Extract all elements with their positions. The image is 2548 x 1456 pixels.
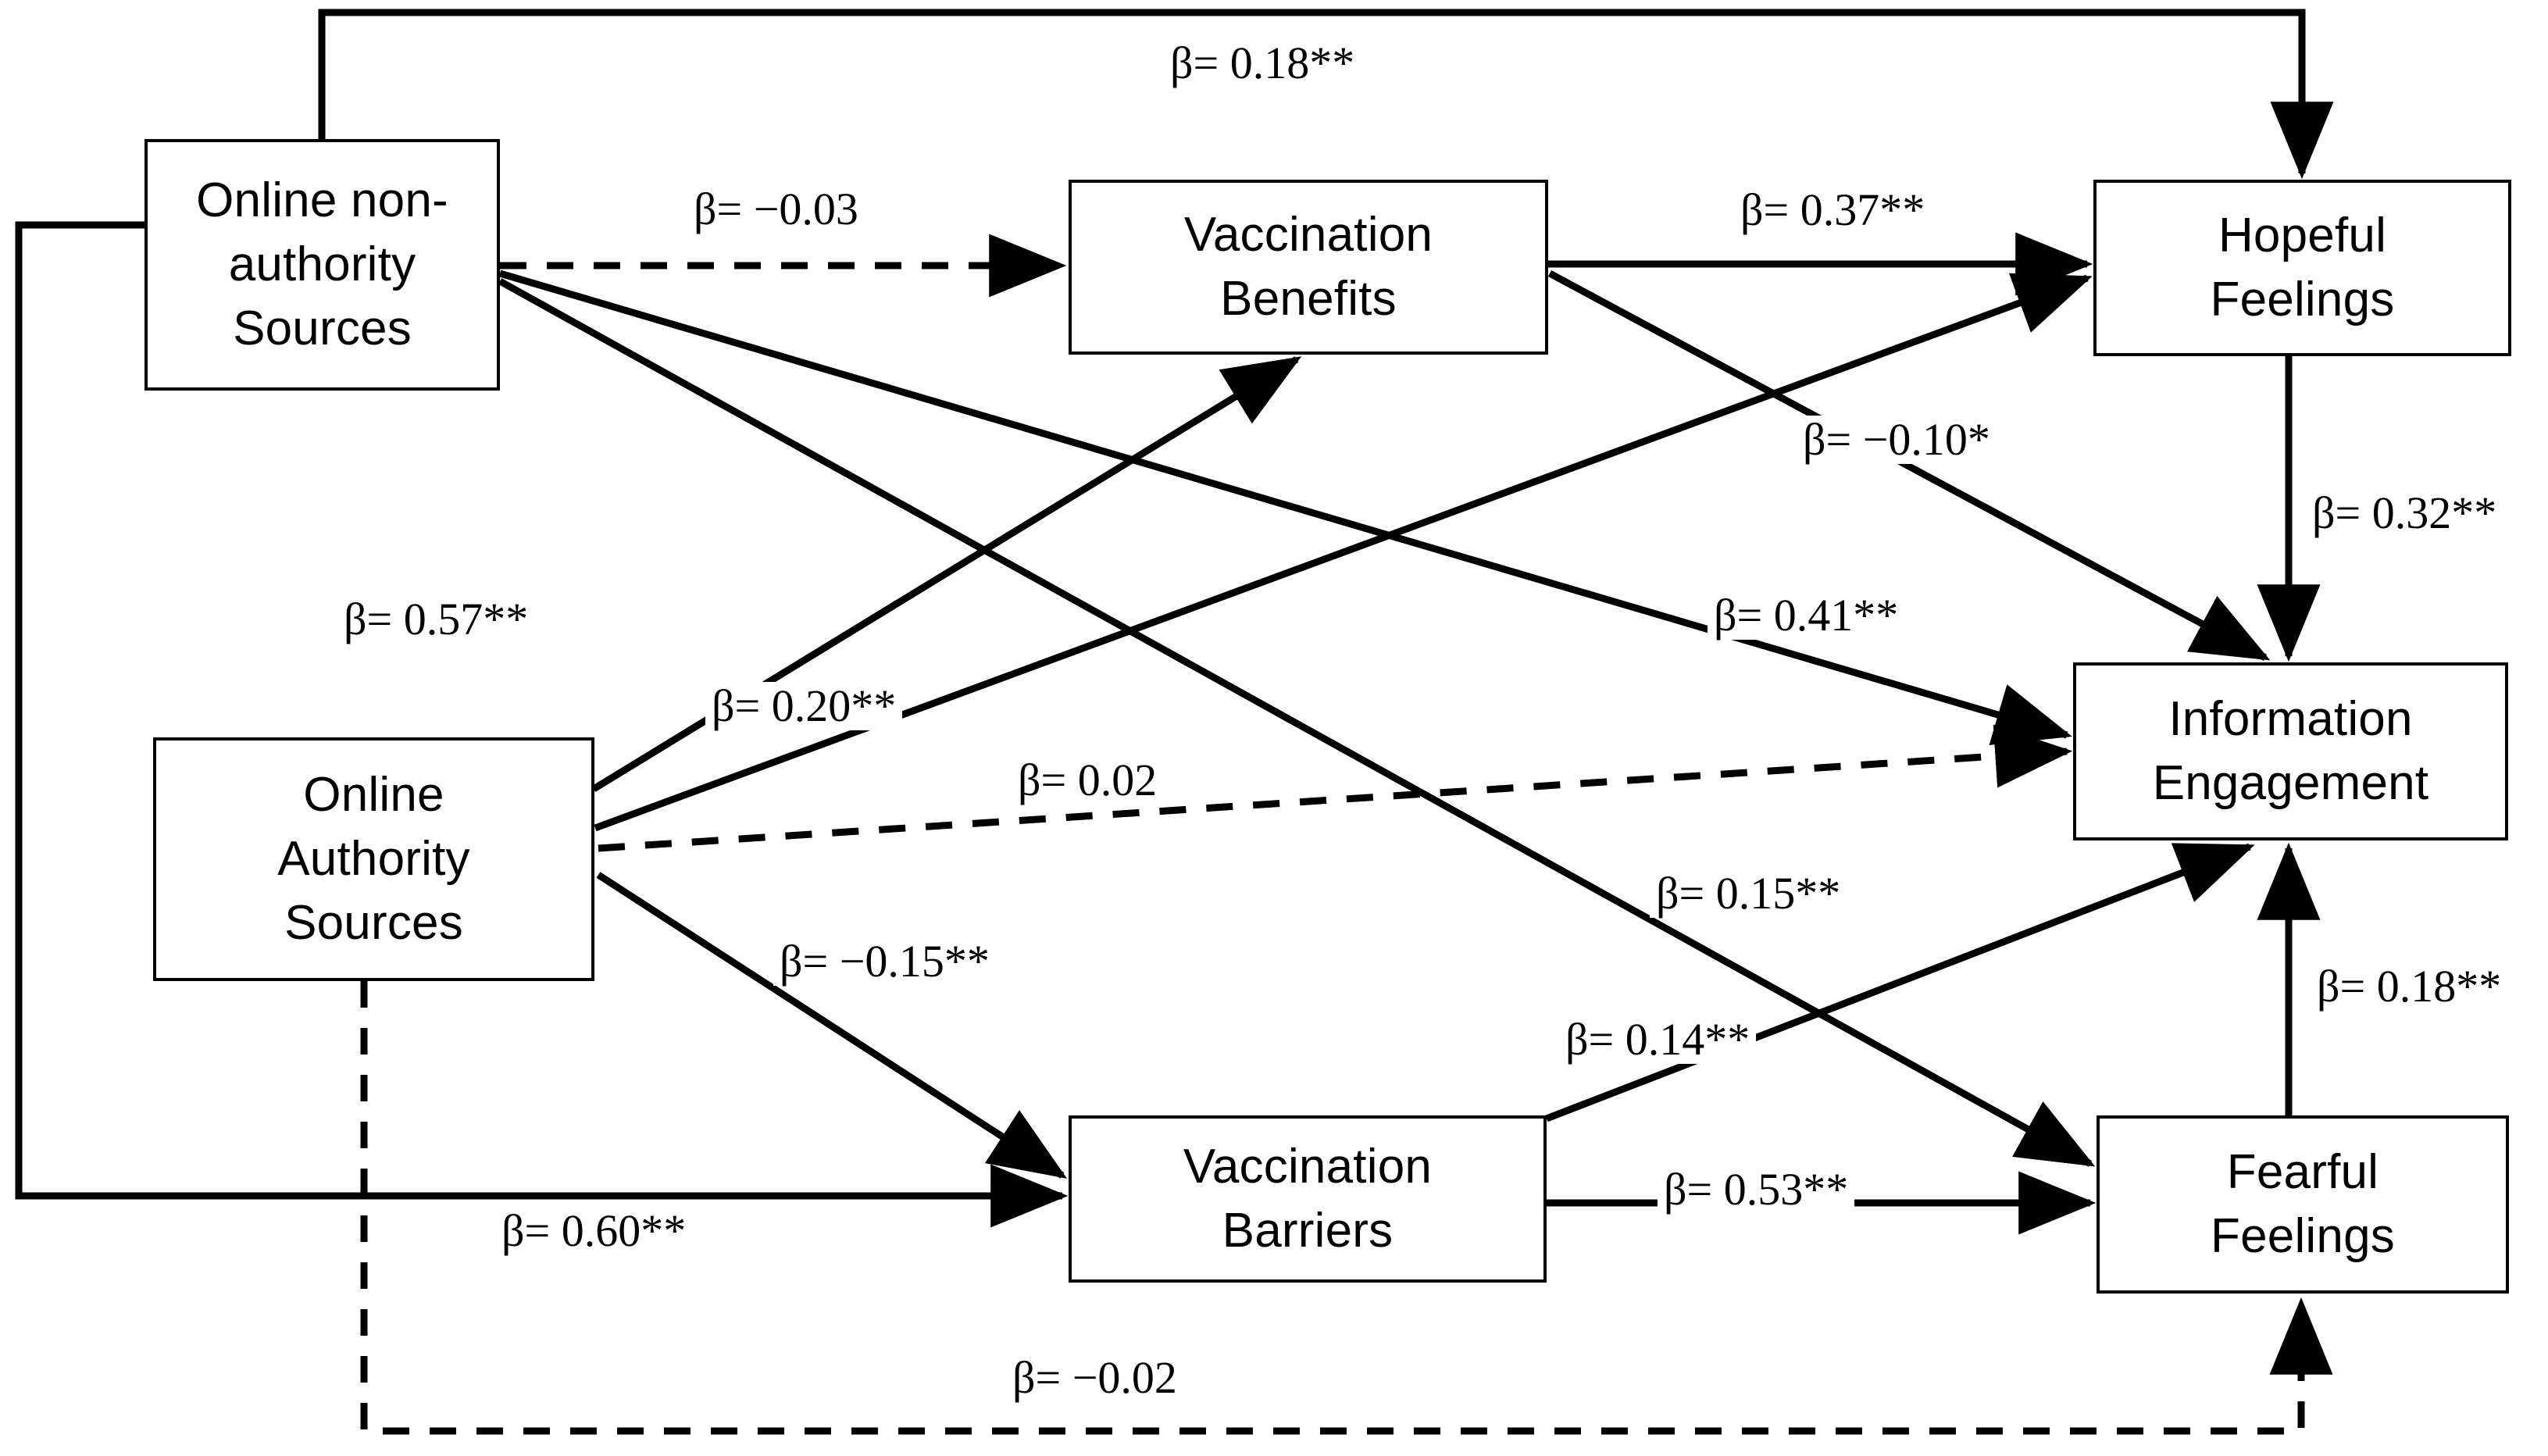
- edge-nonauth-to-barriers: [15, 221, 1069, 1228]
- node-label: Online Authority Sources: [277, 768, 470, 950]
- edge-label-authority-to-benefits: β= 0.57**: [337, 595, 535, 644]
- node-online-authority-sources[interactable]: Online Authority Sources: [153, 737, 594, 981]
- edge-authority-to-hopeful: [594, 273, 2093, 832]
- node-label: Online non- authority Sources: [196, 173, 448, 355]
- edge-nonauth-to-hopeful: [318, 9, 2334, 180]
- edge-label-fearful-to-engagement: β= 0.18**: [2311, 962, 2508, 1011]
- edge-authority-to-benefits: [591, 356, 1302, 792]
- node-vaccination-benefits[interactable]: Vaccination Benefits: [1069, 180, 1548, 355]
- node-label: Hopeful Feelings: [2210, 209, 2395, 327]
- edge-authority-to-barriers: [596, 872, 1068, 1179]
- node-online-non-authority-sources[interactable]: Online non- authority Sources: [145, 139, 500, 391]
- edge-authority-to-fearful: [360, 981, 2333, 1435]
- node-fearful-feelings[interactable]: Fearful Feelings: [2097, 1115, 2509, 1294]
- node-information-engagement[interactable]: Information Engagement: [2073, 662, 2508, 840]
- edge-nonauth-to-engagement: [498, 269, 2072, 745]
- node-label: Information Engagement: [2152, 692, 2429, 810]
- node-label: Vaccination Benefits: [1183, 208, 1433, 326]
- edge-barriers-to-engagement: [1545, 843, 2255, 1122]
- edge-label-barriers-to-engagement: β= 0.15**: [1650, 869, 1847, 918]
- edge-label-authority-to-engagement: β= 0.02: [1012, 756, 1164, 805]
- edge-label-benefits-to-hopeful: β= 0.37**: [1734, 186, 1932, 234]
- edge-label-authority-to-fearful: β= −0.02: [1006, 1354, 1183, 1402]
- edge-label-authority-to-hopeful: β= 0.20**: [705, 682, 903, 730]
- edge-authority-to-engagement: [598, 724, 2073, 852]
- node-label: Vaccination Barriers: [1183, 1140, 1433, 1258]
- node-hopeful-feelings[interactable]: Hopeful Feelings: [2093, 180, 2511, 356]
- edge-label-barriers-to-fearful: β= 0.53**: [1658, 1165, 1855, 1214]
- edge-label-nonauth-to-hopeful: β= 0.18**: [1164, 39, 1361, 87]
- edge-label-nonauth-to-engagement: β= 0.41**: [1708, 591, 1905, 640]
- node-vaccination-barriers[interactable]: Vaccination Barriers: [1069, 1115, 1547, 1283]
- edge-label-benefits-to-engagement: β= −0.10*: [1797, 416, 1997, 464]
- edge-label-nonauth-to-benefits: β= −0.03: [687, 185, 865, 234]
- edge-nonauth-to-fearful: [498, 278, 2096, 1167]
- node-label: Fearful Feelings: [2211, 1145, 2395, 1263]
- edge-label-authority-to-barriers: β= −0.15**: [773, 937, 996, 986]
- edge-label-hopeful-to-engagement: β= 0.32**: [2306, 489, 2503, 537]
- edge-benefits-to-engagement: [1547, 270, 2271, 661]
- edge-label-nonauth-to-barriers: β= 0.60**: [495, 1207, 693, 1255]
- edge-label-barriers-to-fearful-cross: β= 0.14**: [1559, 1015, 1757, 1064]
